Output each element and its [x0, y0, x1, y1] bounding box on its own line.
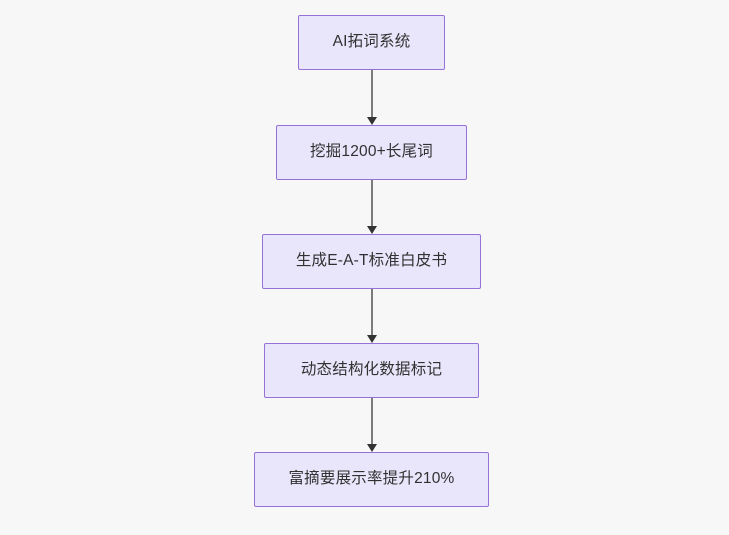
edge-line — [371, 289, 373, 335]
arrowhead-icon — [366, 117, 377, 125]
flow-node-label: 挖掘1200+长尾词 — [309, 143, 434, 161]
arrowhead-icon — [366, 226, 377, 234]
edge-line — [371, 398, 373, 444]
flow-node-label: 富摘要展示率提升210% — [288, 470, 455, 488]
flow-edge-1-to-2 — [361, 70, 383, 125]
flow-edge-3-to-4 — [361, 289, 383, 343]
flow-node-eat-whitepaper[interactable]: 生成E-A-T标准白皮书 — [262, 234, 481, 289]
flow-node-ai-keyword-system[interactable]: AI拓词系统 — [298, 15, 445, 70]
flow-edge-2-to-3 — [361, 180, 383, 234]
arrowhead-icon — [366, 444, 377, 452]
flow-node-label: 动态结构化数据标记 — [300, 361, 443, 379]
flow-edge-4-to-5 — [361, 398, 383, 452]
flow-node-label: 生成E-A-T标准白皮书 — [295, 252, 448, 270]
edge-line — [371, 70, 373, 117]
flow-node-longtail-keywords[interactable]: 挖掘1200+长尾词 — [276, 125, 467, 180]
flow-node-structured-data-markup[interactable]: 动态结构化数据标记 — [264, 343, 479, 398]
arrowhead-icon — [366, 335, 377, 343]
flow-node-label: AI拓词系统 — [332, 33, 411, 51]
flow-node-rich-snippet-result[interactable]: 富摘要展示率提升210% — [254, 452, 489, 507]
edge-line — [371, 180, 373, 226]
